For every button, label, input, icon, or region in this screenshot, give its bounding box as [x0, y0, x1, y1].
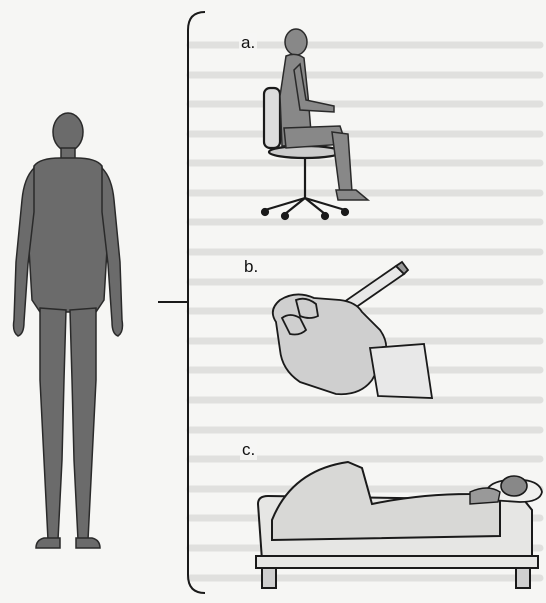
- panel-label-c: c.: [240, 440, 257, 460]
- bracket-connector: [158, 12, 205, 593]
- panel-label-b: b.: [242, 257, 260, 277]
- person-lying-in-bed-icon: [256, 462, 542, 588]
- panel-label-a: a.: [239, 33, 257, 53]
- standing-human-figure-icon: [14, 113, 123, 548]
